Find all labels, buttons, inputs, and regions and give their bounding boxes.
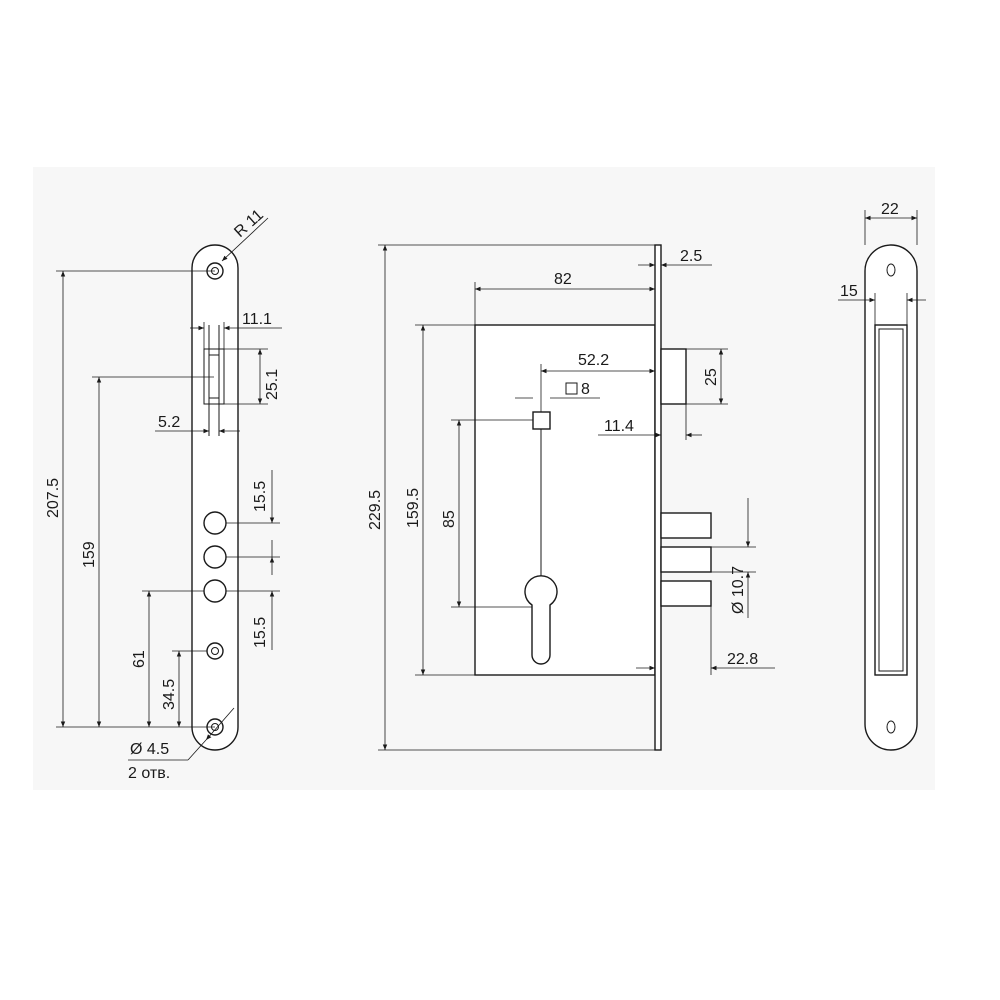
dim-spacing-bottom-label: 15.5: [252, 617, 269, 648]
bolt-hole-2: [203, 545, 227, 569]
lock-case: [474, 324, 656, 676]
dim-body-width-label: 82: [554, 271, 572, 288]
dim-latch-height-label: 25: [703, 368, 720, 386]
dim-body-height-label: 159.5: [405, 488, 422, 528]
deadbolt-3: [660, 580, 712, 607]
faceplate-bottom-hole: [886, 720, 896, 734]
strike-plate-view: R 11 11.1 25.1 5.2 15.5 15.5 207.5: [45, 206, 282, 782]
dim-backset-label: 52.2: [578, 352, 609, 369]
faceplate-side-view: 22 15: [838, 201, 926, 751]
dim-latch-projection-label: 11.4: [604, 418, 634, 435]
dim-faceplate-width-label: 22: [881, 201, 899, 218]
dim-width-label: 11.1: [242, 311, 272, 328]
deadbolt-1: [660, 512, 712, 539]
dim-bolt-projection-label: 22.8: [727, 651, 758, 668]
dim-faceplate-thickness-label: 2.5: [680, 248, 702, 265]
dim-159-label: 159: [81, 541, 98, 568]
bolt-hole-3: [203, 579, 227, 603]
dim-total-height-label: 229.5: [367, 490, 384, 530]
latch-bolt: [660, 348, 687, 405]
dim-61-label: 61: [131, 650, 148, 668]
lock-body-view: 2.5 82 52.2 8 11.4 25 229.5 159.5: [367, 244, 775, 751]
faceplate-edge: [654, 244, 662, 751]
strike-plate: [191, 244, 239, 751]
deadbolt-2: [660, 546, 712, 573]
dim-spindle-to-cylinder-label: 85: [441, 510, 458, 528]
hole-count-label: 2 отв.: [128, 765, 170, 782]
dim-spacing-top-label: 15.5: [252, 481, 269, 512]
dim-34-5-label: 34.5: [161, 679, 178, 710]
dim-faceplate-inner-width-label: 15: [840, 283, 858, 300]
spindle-square: [532, 411, 551, 430]
faceplate-slot: [874, 324, 908, 676]
dim-height-label: 25.1: [264, 369, 281, 400]
dim-spindle-square-label: 8: [581, 381, 590, 398]
dim-total-length-label: 207.5: [45, 478, 62, 518]
latch-opening: [203, 348, 225, 405]
cylinder-cutout: [524, 575, 558, 665]
dim-hole-diameter-label: Ø 4.5: [130, 741, 169, 758]
dim-offset-label: 5.2: [158, 414, 180, 431]
bolt-hole-1: [203, 511, 227, 535]
square-symbol: [565, 382, 578, 395]
dim-bolt-diameter-label: Ø 10.7: [730, 566, 747, 614]
mid-screw-hole: [206, 642, 224, 660]
faceplate-top-hole: [886, 263, 896, 277]
